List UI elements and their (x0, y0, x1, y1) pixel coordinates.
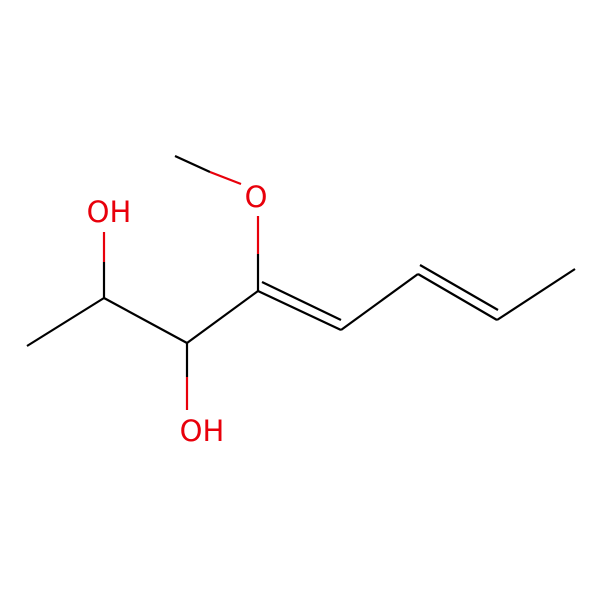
bond-c5-c6 (340, 273, 419, 331)
bond-c4-c5-double-a (257, 290, 342, 331)
bond-o-methyl-black (174, 154, 211, 174)
hydroxyl-label-top: OH (87, 195, 132, 229)
bond-c4-c5-double-b (261, 281, 342, 321)
hydroxyl-label-bottom: OH (180, 414, 225, 448)
bond-c6-c7-double-b (419, 264, 499, 311)
methoxy-oxygen-label: O (245, 180, 268, 214)
bond-c7-c8 (496, 268, 576, 321)
bond-c3-c4 (186, 290, 259, 344)
bond-c1-c2 (26, 297, 105, 347)
bond-o-methyl-red (209, 170, 242, 186)
bond-c2-c3 (103, 297, 188, 344)
bond-c6-c7-double-a (417, 273, 498, 321)
